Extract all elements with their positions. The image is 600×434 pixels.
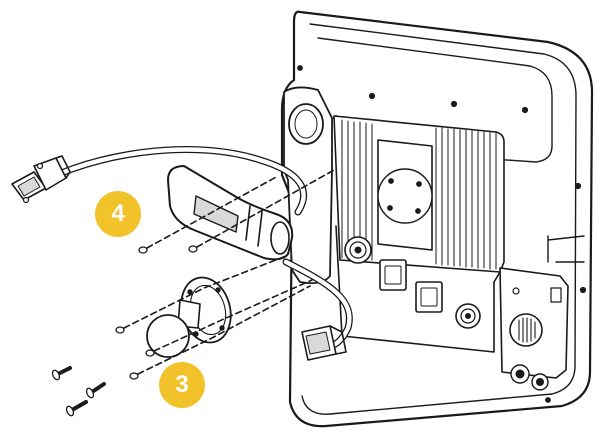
- washer: [138, 246, 148, 254]
- alignment-line: [123, 255, 287, 329]
- panel-boss: [368, 92, 376, 100]
- round-connector: [455, 303, 481, 329]
- bezel-edge: [547, 235, 585, 263]
- audio-jack: [510, 364, 530, 384]
- mount-housing: [167, 165, 294, 261]
- audio-jack: [531, 373, 549, 391]
- panel-boss: [545, 397, 551, 403]
- alignment-lines: [123, 169, 335, 375]
- bracket-slot: [288, 103, 324, 145]
- washer: [188, 245, 198, 253]
- vesa-hole: [416, 181, 422, 187]
- display-unit: [280, 10, 594, 428]
- washer: [115, 326, 125, 334]
- panel-boss: [450, 100, 458, 108]
- alignment-line: [153, 279, 313, 352]
- ball-mount: [146, 276, 232, 358]
- heat-sink: [333, 115, 505, 273]
- display-rim: [301, 23, 577, 415]
- lower-connector: [301, 325, 347, 361]
- alignment-line: [137, 285, 311, 375]
- rectangular-port: [379, 259, 407, 291]
- screw: [65, 400, 88, 417]
- back-panel-upper: [317, 37, 553, 163]
- vesa-hole: [387, 205, 393, 211]
- panel-boss: [512, 287, 520, 295]
- rectangular-port: [415, 281, 443, 313]
- washer: [145, 349, 155, 357]
- panel-boss: [297, 65, 303, 71]
- callout-4-badge: 4: [95, 191, 141, 237]
- callout-3-badge: 3: [159, 362, 205, 408]
- plate-hole: [219, 325, 225, 331]
- round-connector: [344, 236, 372, 264]
- mount-ball: [146, 314, 190, 358]
- vesa-hole: [415, 208, 421, 214]
- panel-boss: [521, 106, 529, 114]
- screw: [51, 366, 72, 381]
- panel-boss: [579, 286, 587, 294]
- alignment-line: [146, 175, 279, 249]
- vesa-hole: [388, 178, 394, 184]
- washer: [129, 372, 139, 380]
- usb-port: [550, 287, 562, 303]
- housing-face: [193, 195, 239, 233]
- screw: [85, 382, 106, 399]
- vesa-mount-circle: [377, 168, 433, 224]
- housing-collar: [245, 205, 263, 247]
- bracket-slot-inner: [294, 109, 318, 139]
- mounting-screws: [51, 245, 198, 417]
- alignment-line: [196, 169, 335, 248]
- dsub-connector: [11, 155, 71, 204]
- panel-boss: [574, 182, 582, 190]
- rotary-knob: [509, 313, 543, 347]
- housing-end: [270, 221, 290, 255]
- plate-hole: [215, 287, 221, 293]
